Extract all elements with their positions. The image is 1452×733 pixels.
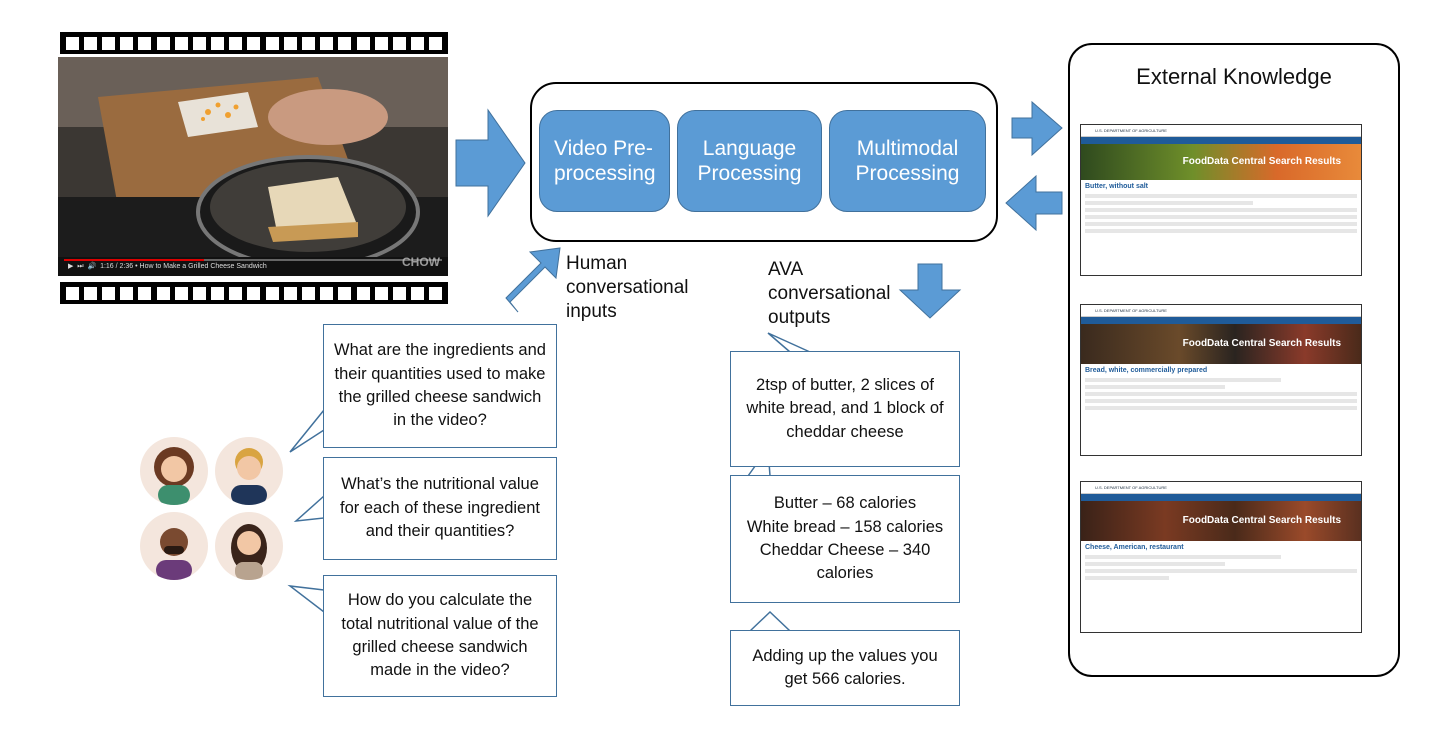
usda-header: U.S. DEPARTMENT OF AGRICULTURE (1081, 125, 1361, 137)
food-item-title: Cheese, American, restaurant (1085, 544, 1184, 551)
answer-bubble-2: Butter – 68 calories White bread – 158 c… (730, 475, 960, 603)
question-bubble-3: How do you calculate the total nutrition… (323, 575, 557, 697)
arrow-ava-outputs (898, 263, 962, 319)
arrow-from-knowledge (1005, 174, 1063, 232)
player-title: How to Make a Grilled Cheese Sandwich (139, 263, 267, 270)
human-inputs-label: Human conversational inputs (566, 253, 689, 323)
food-item-title: Butter, without salt (1085, 183, 1148, 190)
usda-nav (1081, 494, 1361, 501)
avatar-man-blond (215, 437, 283, 505)
question-bubble-1: What are the ingredients and their quant… (323, 324, 557, 448)
video-frame[interactable]: ▶ ⏭ 🔊 1:16 / 2:36 • How to Make a Grille… (58, 57, 448, 276)
answer-bubble-1: 2tsp of butter, 2 slices of white bread,… (730, 351, 960, 467)
fdc-banner: FoodData Central Search Results (1081, 501, 1361, 541)
usda-nav (1081, 137, 1361, 144)
language-processing-block: Language Processing (677, 110, 822, 212)
banner-text: FoodData Central Search Results (1182, 515, 1341, 526)
answer-bubble-3: Adding up the values you get 566 calorie… (730, 630, 960, 706)
banner-text: FoodData Central Search Results (1182, 338, 1341, 349)
usda-nav (1081, 317, 1361, 324)
arrow-to-knowledge (1011, 100, 1063, 157)
answer-line-cheese: Cheddar Cheese – 340 calories (759, 541, 931, 583)
avatar-woman-curly (140, 437, 208, 505)
multimodal-processing-block: Multimodal Processing (829, 110, 986, 212)
answer-line-bread: White bread – 158 calories (746, 517, 944, 536)
fdc-screenshot-cheese[interactable]: U.S. DEPARTMENT OF AGRICULTURE FoodData … (1080, 481, 1362, 633)
answer-line-butter: Butter – 68 calories (773, 494, 917, 513)
player-controls[interactable]: ▶ ⏭ 🔊 1:16 / 2:36 • How to Make a Grille… (68, 263, 267, 270)
arrow-video-to-pipeline (455, 108, 526, 218)
question-bubble-2: What’s the nutritional value for each of… (323, 457, 557, 560)
film-strip-top (60, 32, 448, 54)
external-knowledge-panel (1068, 43, 1400, 677)
banner-text: FoodData Central Search Results (1182, 156, 1341, 167)
fdc-screenshot-bread[interactable]: U.S. DEPARTMENT OF AGRICULTURE FoodData … (1080, 304, 1362, 456)
watermark: CHOW (402, 255, 440, 269)
usda-header: U.S. DEPARTMENT OF AGRICULTURE (1081, 482, 1361, 494)
arrow-human-inputs (505, 247, 561, 313)
fdc-banner: FoodData Central Search Results (1081, 324, 1361, 364)
avatar-man-beard (140, 512, 208, 580)
external-knowledge-title: External Knowledge (1136, 64, 1332, 89)
food-item-title: Bread, white, commercially prepared (1085, 367, 1208, 374)
avatar-woman-dark-hair (215, 512, 283, 580)
cooking-scene-image (58, 57, 448, 276)
video-preprocessing-block: Video Pre-processing (539, 110, 670, 212)
fdc-screenshot-butter[interactable]: U.S. DEPARTMENT OF AGRICULTURE FoodData … (1080, 124, 1362, 276)
film-strip-bottom (60, 282, 448, 304)
processing-pipeline (530, 82, 998, 242)
ava-outputs-label: AVA conversational outputs (768, 259, 891, 329)
fdc-banner: FoodData Central Search Results (1081, 144, 1361, 180)
usda-header: U.S. DEPARTMENT OF AGRICULTURE (1081, 305, 1361, 317)
player-time: 1:16 / 2:36 (100, 263, 134, 270)
